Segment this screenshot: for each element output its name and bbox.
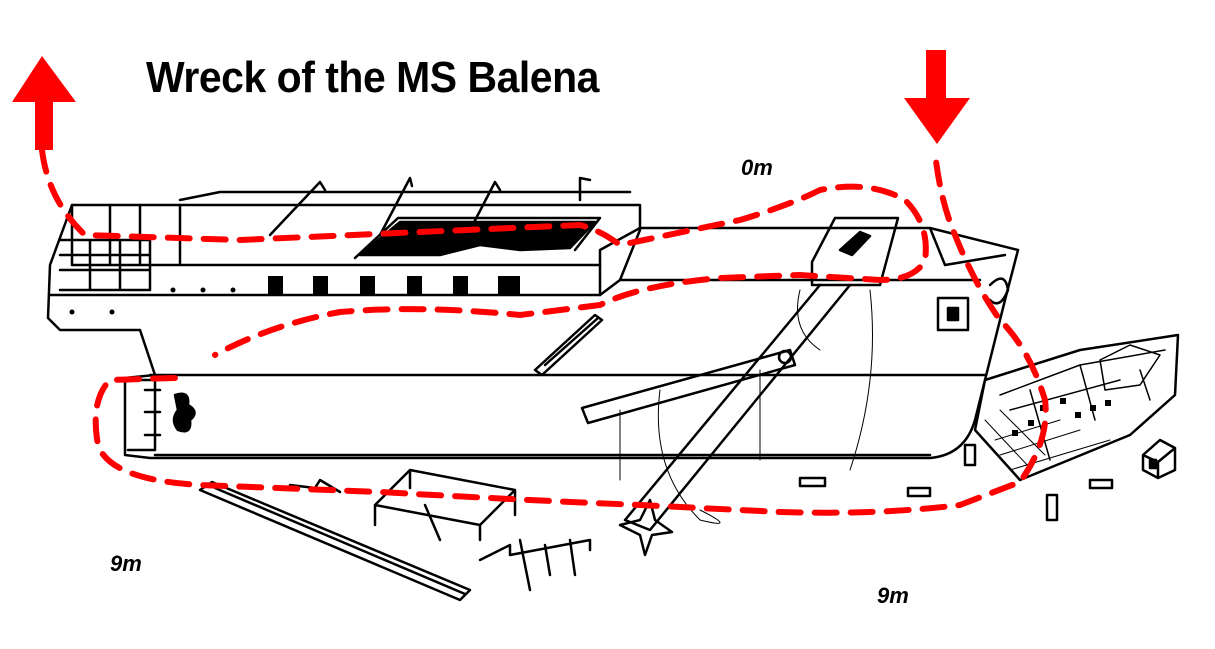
debris-frame: [373, 468, 517, 542]
depth-label-bottom-right: 9m: [877, 583, 909, 608]
dive-route-lower: [92, 149, 1049, 516]
mast-4: [578, 176, 592, 202]
exit-arrow-up-icon: [12, 56, 76, 150]
propeller: [172, 392, 196, 433]
debris-beam: [198, 480, 472, 602]
crane-house: [810, 216, 900, 287]
bow-deck: [928, 226, 1007, 267]
dive-route: [39, 147, 929, 358]
seabed-block: [1148, 458, 1158, 470]
rudder-frame: [126, 378, 162, 452]
crane-vent: [838, 230, 872, 257]
boat-inner: [999, 344, 1166, 461]
entry-arrow-down-icon: [904, 50, 970, 144]
depth-label-bottom-left: 9m: [110, 551, 142, 576]
mast-3: [468, 180, 502, 232]
crane-pivot: [777, 349, 793, 365]
mast-2: [378, 176, 414, 237]
crane-arm: [580, 348, 797, 425]
bow-hatch: [936, 296, 970, 332]
cables: [619, 289, 873, 524]
windows: [69, 276, 520, 315]
gangway: [533, 313, 604, 377]
depth-label-surface: 0m: [741, 155, 773, 180]
debris-pipes: [288, 478, 592, 592]
anchor-hawse: [988, 277, 1010, 305]
hatch-frame: [353, 216, 602, 260]
seabed-star: [618, 498, 674, 557]
seabed-debris: [798, 443, 1114, 522]
boat-grid: [974, 409, 1111, 481]
stern-grid: [58, 238, 152, 292]
diagram-title: Wreck of the MS Balena: [146, 53, 599, 102]
crane-boom: [623, 283, 852, 532]
seabed-blocks: [1141, 438, 1177, 480]
bow-hatch-inner: [946, 306, 960, 322]
top-railing: [178, 190, 632, 202]
forecastle: [598, 228, 982, 297]
mast-1: [268, 180, 327, 237]
